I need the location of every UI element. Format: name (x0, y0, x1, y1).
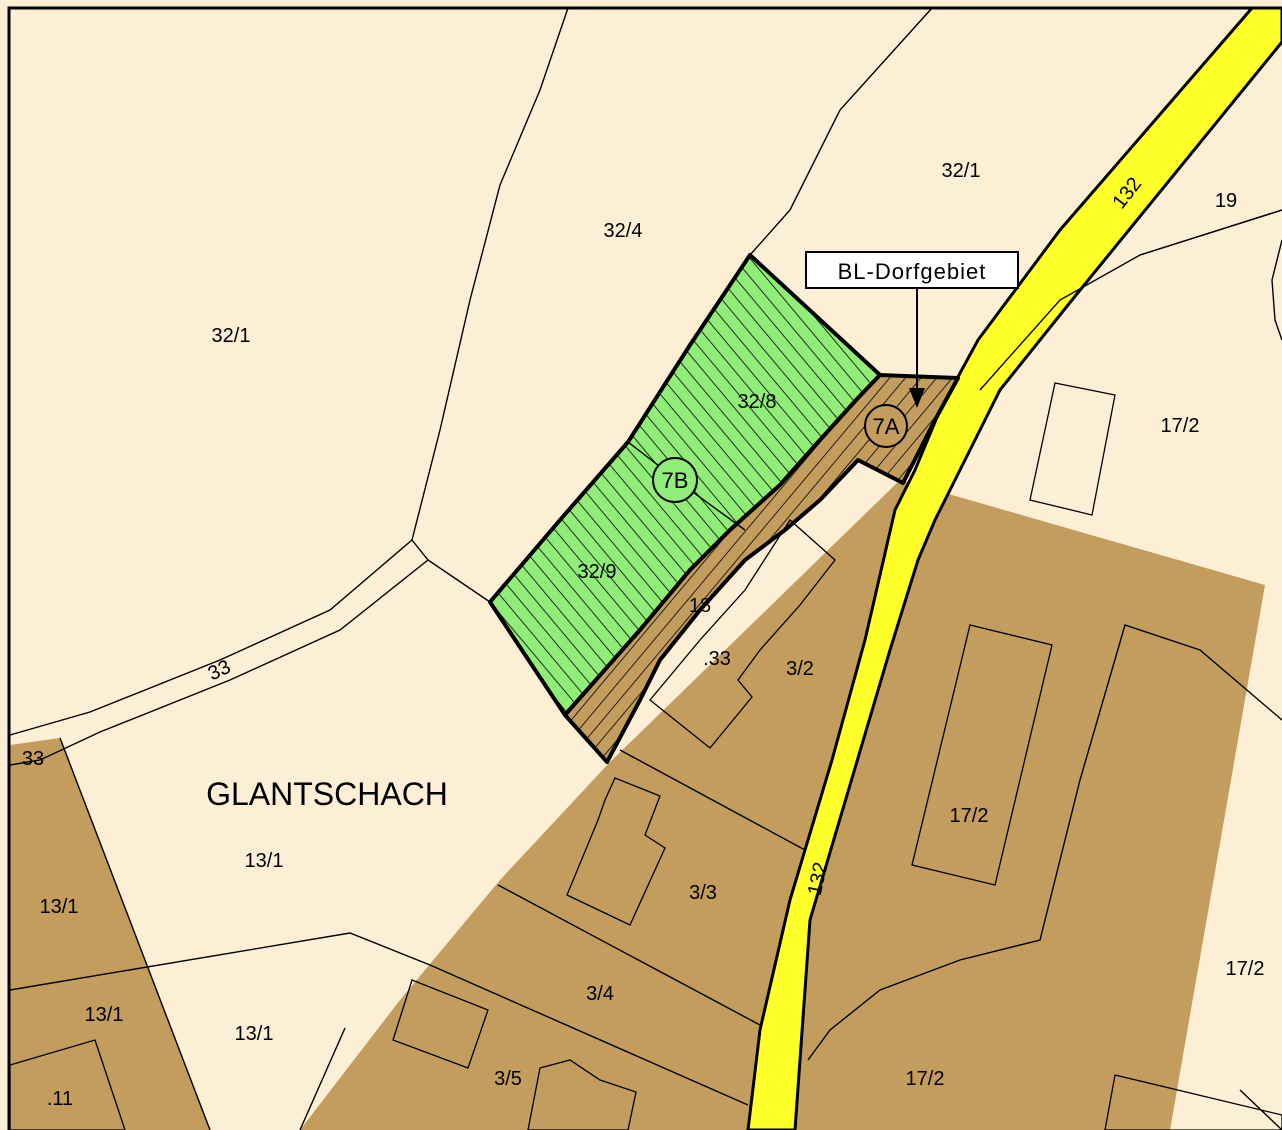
parcel-label: 32/8 (738, 391, 777, 413)
parcel-label: .11 (47, 1088, 73, 1110)
parcel-label: 3/2 (786, 658, 814, 680)
parcel-boundaries (9, 7, 1282, 1130)
place-name: GLANTSCHACH (206, 776, 448, 812)
map-frame-border (7, 6, 1282, 1130)
parcel-label: 13/1 (85, 1004, 124, 1026)
parcel-label: 17/2 (950, 805, 989, 827)
parcel-label: 18 (689, 595, 711, 617)
zone-7a-label: 7A (873, 414, 900, 439)
parcel-label: 13/1 (235, 1023, 274, 1045)
parcel-label: 13/1 (40, 896, 79, 918)
parcel-label: 3/4 (586, 983, 614, 1005)
zone-7a-area (563, 373, 960, 764)
parcel-label: 19 (1215, 190, 1237, 212)
parcel-labels: 32/1 32/1 32/4 19 17/2 17/2 17/2 17/2 32… (22, 160, 1265, 1110)
parcel-label: 17/2 (1161, 415, 1200, 437)
parcel-label: 13/1 (245, 850, 284, 872)
parcel-label: 3/3 (689, 882, 717, 904)
callout-bl-dorfgebiet: BL-Dorfgebiet (805, 251, 1019, 408)
parcel-label: 17/2 (1226, 958, 1265, 980)
parcel-label: 17/2 (906, 1068, 945, 1090)
zone-7b-marker: 7B (652, 457, 698, 503)
zone-7b-label: 7B (662, 468, 689, 493)
parcel-label: 32/4 (604, 220, 643, 242)
road-132 (746, 6, 1282, 1130)
parcel-label: 32/9 (578, 561, 617, 583)
built-area (10, 480, 1265, 1130)
parcel-label: 32/1 (942, 160, 981, 182)
parcel-label: 33 (22, 748, 44, 770)
zone-7a-marker: 7A (864, 404, 908, 448)
callout-text: BL-Dorfgebiet (838, 259, 987, 284)
parcel-label: 3/5 (494, 1068, 522, 1090)
parcel-label: 32/1 (212, 325, 251, 347)
parcel-label: .33 (703, 648, 731, 670)
